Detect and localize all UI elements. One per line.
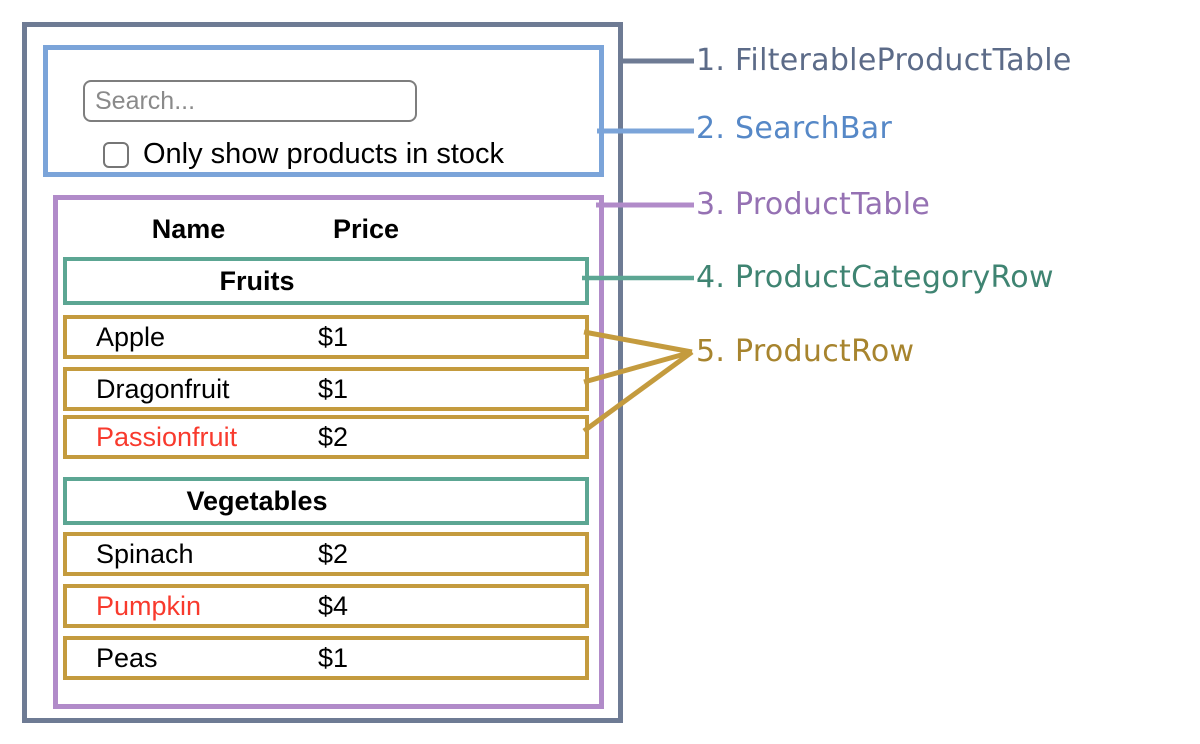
annotation-search-bar: 2. SearchBar <box>696 111 893 146</box>
category-label: Fruits <box>219 265 295 296</box>
product-name-cell: Apple <box>96 321 166 352</box>
name-column-header: Name <box>151 213 226 244</box>
product-row: Spinach $2 <box>63 532 589 576</box>
in-stock-checkbox-label: Only show products in stock <box>143 138 505 170</box>
search-bar-box: Only show products in stock <box>43 45 604 177</box>
annotation-product-category-row: 4. ProductCategoryRow <box>696 260 1054 295</box>
product-name-cell: Pumpkin <box>96 590 202 621</box>
product-price-cell: $1 <box>318 321 349 352</box>
product-name-cell: Peas <box>96 642 158 673</box>
product-table-box: Name Price Fruits Apple $1 Dragonfruit $… <box>53 195 604 709</box>
product-name-cell: Dragonfruit <box>96 373 230 404</box>
product-row: Peas $1 <box>63 636 589 680</box>
product-price-cell: $1 <box>318 373 349 404</box>
product-price-cell: $2 <box>318 421 349 452</box>
product-price-cell: $1 <box>318 642 349 673</box>
product-price-cell: $4 <box>318 590 349 621</box>
filterable-product-table-box: Only show products in stock Name Price F… <box>22 22 623 723</box>
product-row: Pumpkin $4 <box>63 584 589 628</box>
product-row: Passionfruit $2 <box>63 415 589 459</box>
product-category-row: Vegetables <box>63 477 589 525</box>
product-name-cell: Passionfruit <box>96 421 238 452</box>
table-header-row: Name Price <box>63 207 589 251</box>
stock-filter-row: Only show products in stock <box>103 138 504 171</box>
product-row: Dragonfruit $1 <box>63 367 589 411</box>
product-category-row: Fruits <box>63 257 589 305</box>
annotation-product-table: 3. ProductTable <box>696 187 931 222</box>
product-row: Apple $1 <box>63 315 589 359</box>
annotation-product-row: 5. ProductRow <box>696 334 915 369</box>
annotation-filterable-product-table: 1. FilterableProductTable <box>696 43 1072 78</box>
price-column-header: Price <box>332 213 400 244</box>
search-input[interactable] <box>83 80 417 122</box>
product-name-cell: Spinach <box>96 538 194 569</box>
product-price-cell: $2 <box>318 538 349 569</box>
category-label: Vegetables <box>186 485 328 516</box>
in-stock-checkbox[interactable] <box>103 141 129 168</box>
